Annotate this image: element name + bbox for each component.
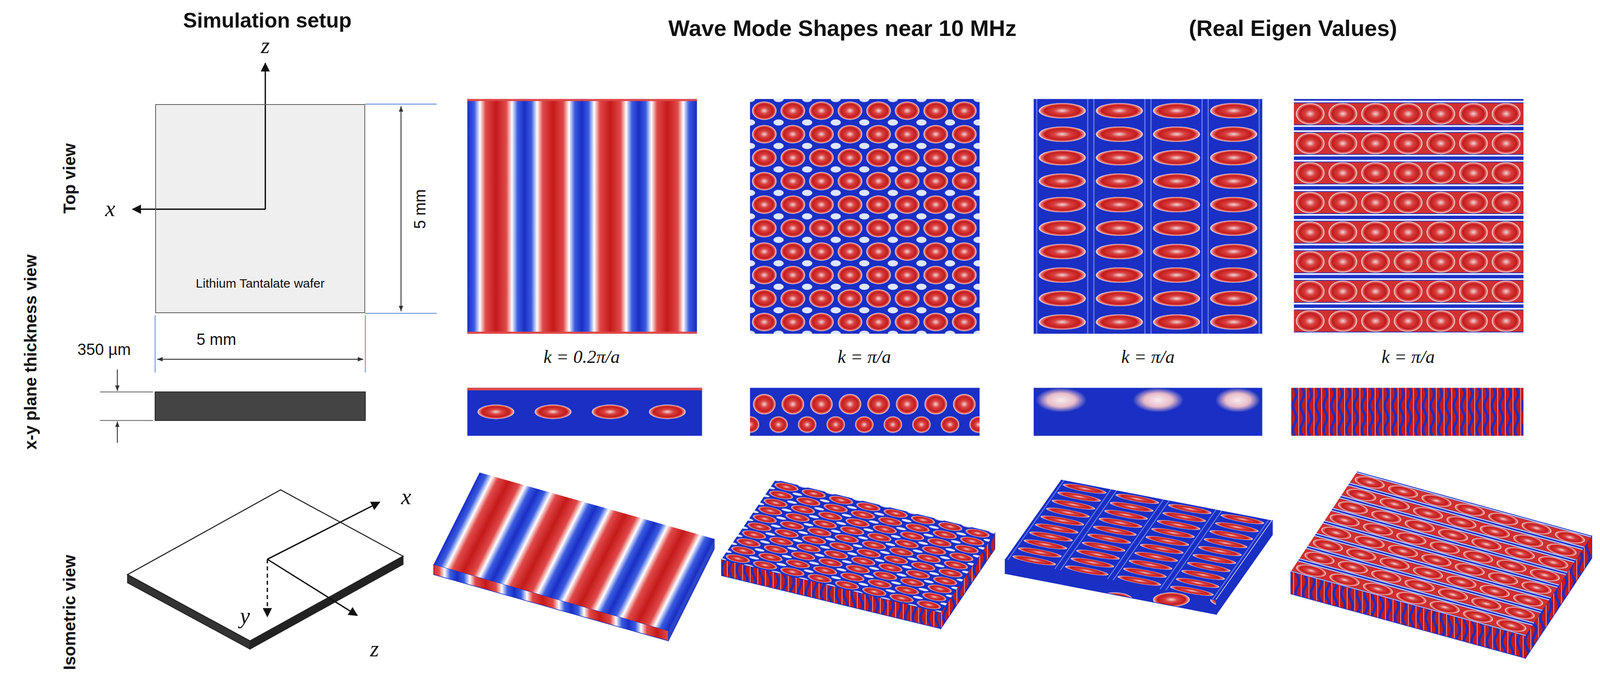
mode-top-view xyxy=(750,99,980,334)
mode-top-view xyxy=(467,99,697,334)
mode-field xyxy=(467,388,702,437)
wavenumber-label-holder: k = π/a xyxy=(1121,347,1176,368)
mode-field xyxy=(1293,99,1524,334)
mode-field xyxy=(750,388,980,437)
column-heading: Simulation setup xyxy=(183,8,352,32)
mode-edge xyxy=(467,388,702,391)
mode-lobe xyxy=(1035,388,1087,413)
mode-top-view xyxy=(1293,99,1524,334)
mode-field xyxy=(467,99,697,334)
plate-top xyxy=(433,472,715,631)
axis-label: z xyxy=(261,33,270,59)
z-axis xyxy=(267,559,358,616)
axis-label: x xyxy=(104,197,116,222)
wavenumber-label-holder: k = π/a xyxy=(1381,347,1436,368)
dimension-arrow xyxy=(116,369,118,392)
wafer-box: Lithium Tantalate wafer xyxy=(155,104,366,314)
axis-label: z xyxy=(370,637,379,662)
axis-label-holder: y xyxy=(239,604,250,630)
axis-label-holder: z xyxy=(370,637,379,662)
axis-label-holder: x xyxy=(401,484,412,510)
mode-field xyxy=(750,99,980,334)
axis-label: y xyxy=(239,604,250,630)
axis-label-holder: x xyxy=(104,197,116,222)
dimension-arrow xyxy=(116,421,118,443)
wafer-thickness-bar xyxy=(155,391,366,421)
axis-label-holder: z xyxy=(261,33,270,59)
dimension-label: 350 µm xyxy=(77,341,131,359)
setup-top-view xyxy=(132,63,437,373)
node-text: Lithium Tantalate wafer xyxy=(195,276,325,291)
extension-line xyxy=(99,391,154,393)
extension-line xyxy=(365,312,437,314)
figure-title-holder: Wave Mode Shapes near 10 MHz xyxy=(668,16,1017,41)
x-axis xyxy=(267,502,380,560)
plate-top xyxy=(721,479,996,613)
dimension-line xyxy=(400,106,402,312)
setup-isometric-wafer xyxy=(127,490,404,650)
mode-isometric-view-part xyxy=(1290,471,1593,637)
dimension-label: 5 mm xyxy=(411,189,430,230)
mode-isometric-view xyxy=(1290,471,1593,659)
dimension-label: 5 mm xyxy=(196,331,237,349)
title-note-holder: (Real Eigen Values) xyxy=(1188,16,1398,41)
extension-line xyxy=(365,103,437,105)
dimension-label-holder: 5 mm xyxy=(196,331,237,349)
mode-field xyxy=(1033,388,1263,437)
mode-thickness-view xyxy=(750,388,980,437)
mode-edge xyxy=(467,331,697,334)
column-heading-holder: Simulation setup xyxy=(183,8,352,32)
x-axis xyxy=(132,208,266,210)
mode-top-view xyxy=(1033,99,1263,334)
figure-title: Wave Mode Shapes near 10 MHz xyxy=(668,16,1017,41)
extension-line xyxy=(154,315,156,373)
wavenumber-label-holder: k = π/a xyxy=(837,347,891,368)
mode-isometric-view xyxy=(433,472,715,642)
mode-isometric-view-part xyxy=(1005,479,1272,601)
mode-isometric-view xyxy=(721,479,996,629)
wavenumber-label: k = π/a xyxy=(837,347,891,368)
mode-lobe xyxy=(1215,388,1260,413)
mode-field xyxy=(1033,99,1263,334)
mode-field xyxy=(1290,388,1524,437)
mode-thickness-view xyxy=(1033,388,1263,437)
mode-isometric-view xyxy=(1005,479,1273,615)
mode-isometric-view-part xyxy=(721,479,996,613)
mode-thickness-view xyxy=(1290,388,1524,437)
setup-thickness-view xyxy=(99,369,366,444)
wavenumber-label-holder: k = 0.2π/a xyxy=(543,347,620,368)
row-label-holder: x-y plane thickness view xyxy=(21,254,40,451)
dimension-line xyxy=(157,358,364,360)
dimension-label-holder: 5 mm xyxy=(411,189,430,230)
wavenumber-label: k = 0.2π/a xyxy=(543,347,620,368)
row-label: Top view xyxy=(60,143,79,214)
wavenumber-label: k = π/a xyxy=(1381,347,1436,368)
plate-top xyxy=(1290,471,1593,637)
extension-line xyxy=(364,315,366,373)
row-label-holder: Isometric view xyxy=(60,555,79,671)
plate-top xyxy=(1005,479,1272,601)
y-axis xyxy=(266,559,269,617)
title-note: (Real Eigen Values) xyxy=(1188,16,1398,41)
axis-label: x xyxy=(401,484,412,510)
wafer-top xyxy=(127,490,404,642)
mode-thickness-view xyxy=(467,388,702,437)
extension-line xyxy=(99,420,154,422)
dimension-label-holder: 350 µm xyxy=(77,341,131,359)
row-label: Isometric view xyxy=(60,555,79,671)
wavenumber-label: k = π/a xyxy=(1121,347,1176,368)
mode-edge xyxy=(467,99,697,102)
row-label-holder: Top view xyxy=(60,143,79,214)
row-label: x-y plane thickness view xyxy=(21,254,40,451)
mode-lobe xyxy=(1132,388,1184,413)
mode-isometric-view-part xyxy=(433,472,715,631)
z-axis xyxy=(264,63,267,210)
